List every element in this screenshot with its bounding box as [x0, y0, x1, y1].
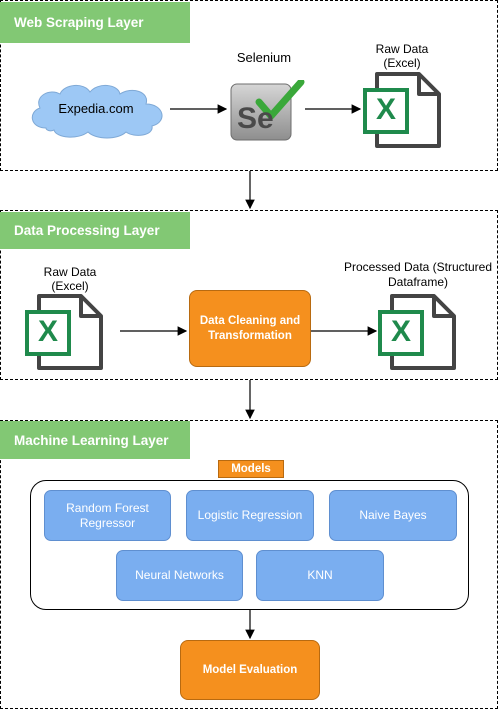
raw-data-label-line1: Raw Data [375, 42, 429, 56]
excel-letter: X [37, 315, 58, 348]
data-cleaning-line2: Transformation [208, 329, 292, 342]
raw-data-input-label-line1: Raw Data [43, 265, 97, 279]
expedia-source-label: Expedia.com [58, 101, 134, 116]
data-cleaning-process: Data Cleaning and Transformation [189, 290, 311, 367]
web-scraping-layer-title: Web Scraping Layer [0, 2, 190, 43]
model-random-forest: Random Forest Regressor [44, 490, 171, 541]
model-neural-networks: Neural Networks [116, 550, 243, 601]
model-evaluation: Model Evaluation [180, 640, 320, 700]
excel-file-icon: X [378, 294, 456, 370]
excel-file-icon: X [363, 72, 441, 148]
model-logistic-regression: Logistic Regression [186, 490, 314, 541]
models-tag: Models [218, 460, 284, 478]
excel-file-icon: X [25, 294, 103, 370]
raw-data-input-label-line2: (Excel) [51, 279, 89, 293]
excel-letter: X [375, 93, 396, 126]
machine-learning-layer [0, 420, 498, 709]
machine-learning-layer-title: Machine Learning Layer [0, 421, 190, 459]
web-scraping-layer [0, 0, 498, 171]
selenium-logo: Se [229, 78, 305, 142]
data-cleaning-line1: Data Cleaning and [199, 314, 301, 327]
processed-data-label-line2: Dataframe) [387, 275, 449, 289]
data-processing-layer [0, 210, 498, 380]
selenium-label: Selenium [236, 50, 292, 65]
selenium-logo-icon [230, 78, 305, 141]
excel-letter: X [390, 315, 411, 348]
model-naive-bayes: Naive Bayes [329, 490, 457, 541]
model-label-line2: Regressor [79, 515, 136, 530]
cloud-icon [31, 85, 163, 139]
model-knn: KNN [256, 550, 384, 601]
model-label-line1: Random Forest [66, 500, 149, 515]
selenium-logo-text: Se [237, 102, 274, 135]
raw-data-label-line2: (Excel) [383, 56, 421, 70]
processed-data-label-line1: Processed Data (Structured [343, 260, 493, 274]
data-processing-layer-title: Data Processing Layer [0, 212, 190, 249]
